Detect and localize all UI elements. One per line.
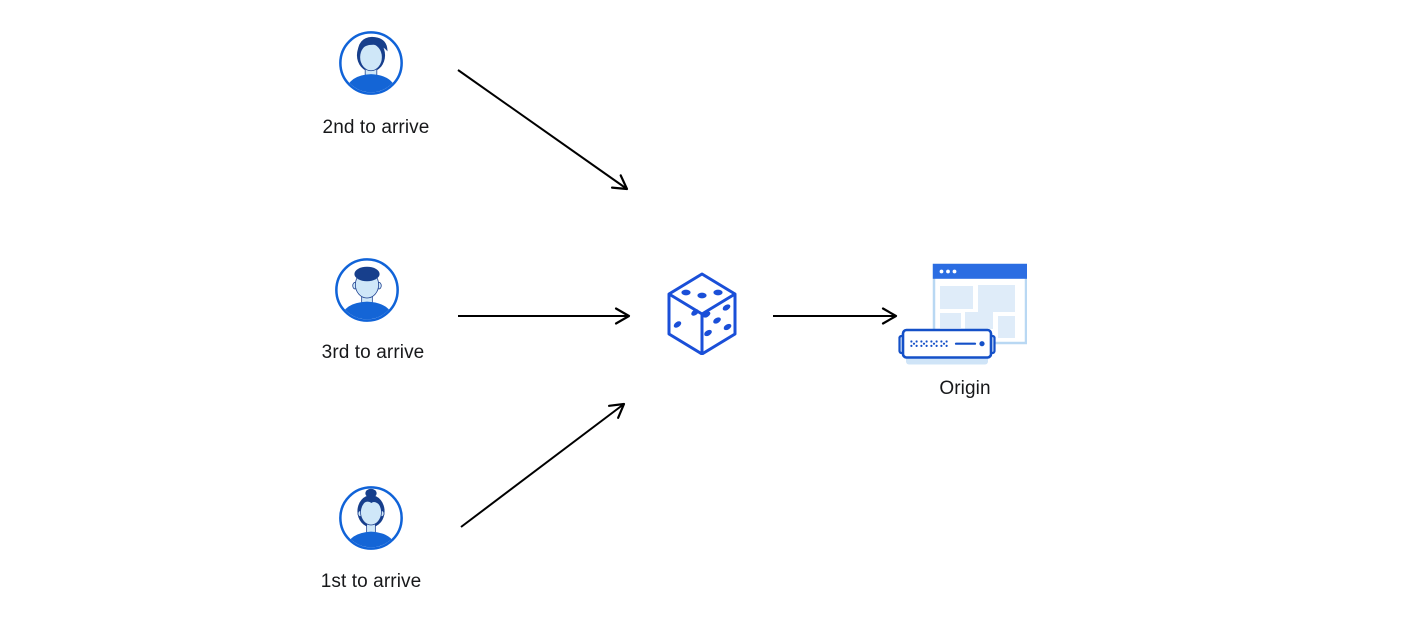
origin-label: Origin [939, 378, 991, 399]
origin-node [897, 262, 1028, 372]
dice-icon [667, 272, 737, 356]
client-label-1st: 1st to arrive [320, 571, 422, 592]
user-avatar-icon [339, 31, 403, 95]
origin-server-icon [898, 263, 1028, 365]
client-node-3rd [335, 258, 399, 327]
arrow-client1-to-dice [460, 402, 626, 528]
client-label-2nd: 2nd to arrive [322, 117, 430, 138]
arrow-client2-to-dice [457, 69, 629, 191]
user-avatar-icon [339, 486, 403, 550]
client-node-1st [339, 486, 403, 555]
client-node-2nd [339, 31, 403, 100]
client-label-3rd: 3rd to arrive [321, 342, 425, 363]
dice-node [664, 271, 740, 360]
user-avatar-icon [335, 258, 399, 322]
